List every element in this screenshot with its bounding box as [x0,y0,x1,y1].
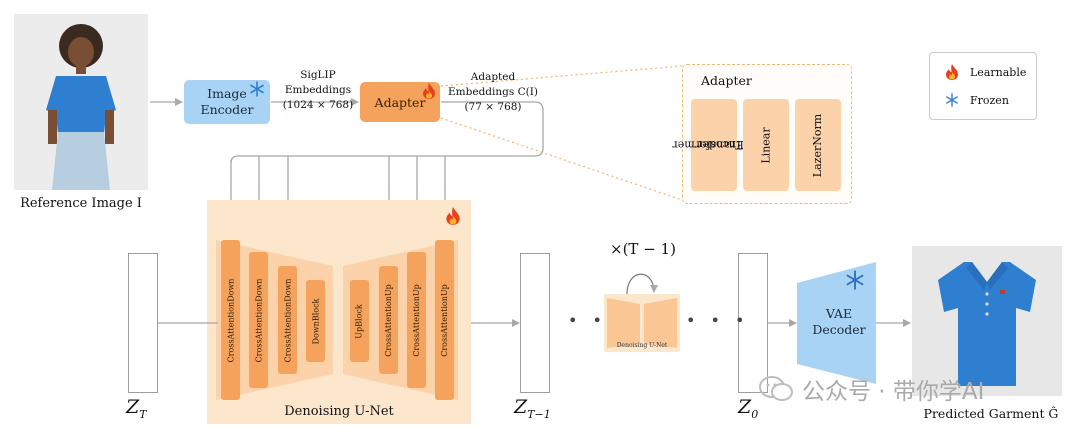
unet-block-cross-down-2-label: CrossAttentionDown [254,278,263,362]
unet-block-cross-up-3-label: CrossAttentionUp [440,283,449,357]
prediction-caption: Predicted Garment Ĝ [923,406,1059,421]
legend-frozen-label: Frozen [970,93,1009,107]
adapted-line-1: Adapted [470,71,516,83]
unet-encoder-funnel-overlay [216,240,333,400]
loop-arrow [626,273,658,295]
latent-zT1-sub: T−1 [527,407,551,421]
latent-zT-sub: T [139,407,147,421]
unet-block-cross-up-2-label: CrossAttentionUp [412,283,421,357]
vae-decoder-label: VAE Decoder [806,306,872,338]
mini-unet-shape [607,298,677,348]
unet-block-cross-down-1: CrossAttentionDown [221,240,240,400]
snowflake-icon [942,93,962,107]
adapter-box: Adapter [360,82,440,122]
siglip-line-3: (1024 × 768) [282,99,354,111]
latent-zT1-label: ZT−1 [514,396,551,421]
unet-block-cross-down-2: CrossAttentionDown [249,252,268,388]
latent-zT1-letter: Z [514,396,528,418]
snowflake-icon [249,81,265,97]
siglip-line-2: Embeddings [284,84,352,96]
adapted-line-3: (77 × 768) [464,101,522,113]
unet-decoder-funnel-overlay [343,240,458,400]
latent-zT-label: ZT [126,396,147,421]
legend-frozen: Frozen [942,93,1009,107]
unet-caption: Denoising U-Net [284,404,394,419]
siglip-note: SigLIP Embeddings (1024 × 768) [278,68,358,113]
unet-block-cross-up-1: CrossAttentionUp [379,266,398,374]
unet-block-up-label: UpBlock [355,303,365,339]
latent-z0-label: Z0 [738,396,758,421]
vae-decoder-shape [797,262,876,384]
adapted-note: Adapted Embeddings C(I) (77 × 768) [444,70,542,115]
unet-block-cross-down-1-label: CrossAttentionDown [226,278,235,362]
unet-block-cross-up-3: CrossAttentionUp [435,240,454,400]
flame-icon [445,206,463,226]
image-encoder-label-2: Encoder [200,102,254,117]
adapter-label: Adapter [374,94,426,110]
adapted-line-2: Embeddings C(I) [448,86,538,98]
unet-block-cross-up-2: CrossAttentionUp [407,252,426,388]
zoom-line-top [440,65,683,87]
predicted-garment-image [912,246,1062,396]
unet-block-down-label: DownBlock [311,298,320,344]
adapter-block-layernorm: LazerNorm [795,99,841,191]
unet-block-cross-down-3-label: CrossAttentionDown [283,278,292,362]
vae-line-1: VAE [825,306,853,321]
latent-zT [128,253,158,393]
adapter-block-linear: Linear [743,99,789,191]
unet-block-cross-down-3: CrossAttentionDown [278,266,297,374]
flame-icon [422,82,436,100]
wechat-icon [758,375,794,403]
repeat-label: ×(T − 1) [610,240,676,258]
polo-shirt-illustration [912,246,1062,396]
unet-block-down: DownBlock [306,280,325,362]
legend-learnable: Learnable [942,63,1026,81]
vae-line-2: Decoder [812,322,866,337]
image-encoder-label-1: Image [207,86,247,101]
snowflake-icon [845,270,865,290]
mini-unet: Denoising U-Net [604,294,680,352]
unet-block-cross-up-1-label: CrossAttentionUp [384,283,393,357]
siglip-line-1: SigLIP [300,69,336,81]
latent-zT1 [520,253,550,393]
watermark: 公众号 · 带你学AI [758,372,1080,406]
reference-caption: Reference Image I [20,196,142,211]
reference-image [14,14,148,190]
watermark-text: 公众号 · 带你学AI [802,379,985,405]
legend-learnable-label: Learnable [970,65,1027,79]
flame-icon [942,63,962,81]
mini-unet-caption: Denoising U-Net [616,342,668,349]
latent-zT-letter: Z [126,396,140,418]
adapter-detail-title: Adapter [701,73,752,88]
legend: Learnable Frozen [929,52,1037,120]
unet-block-up: UpBlock [350,280,369,362]
latent-z0 [738,253,768,393]
person-illustration [14,14,148,190]
wire-adapted-embeddings [230,101,544,164]
latent-z0-sub: 0 [751,407,759,421]
ellipsis-right: • • • [686,311,750,330]
latent-z0-letter: Z [738,396,752,418]
